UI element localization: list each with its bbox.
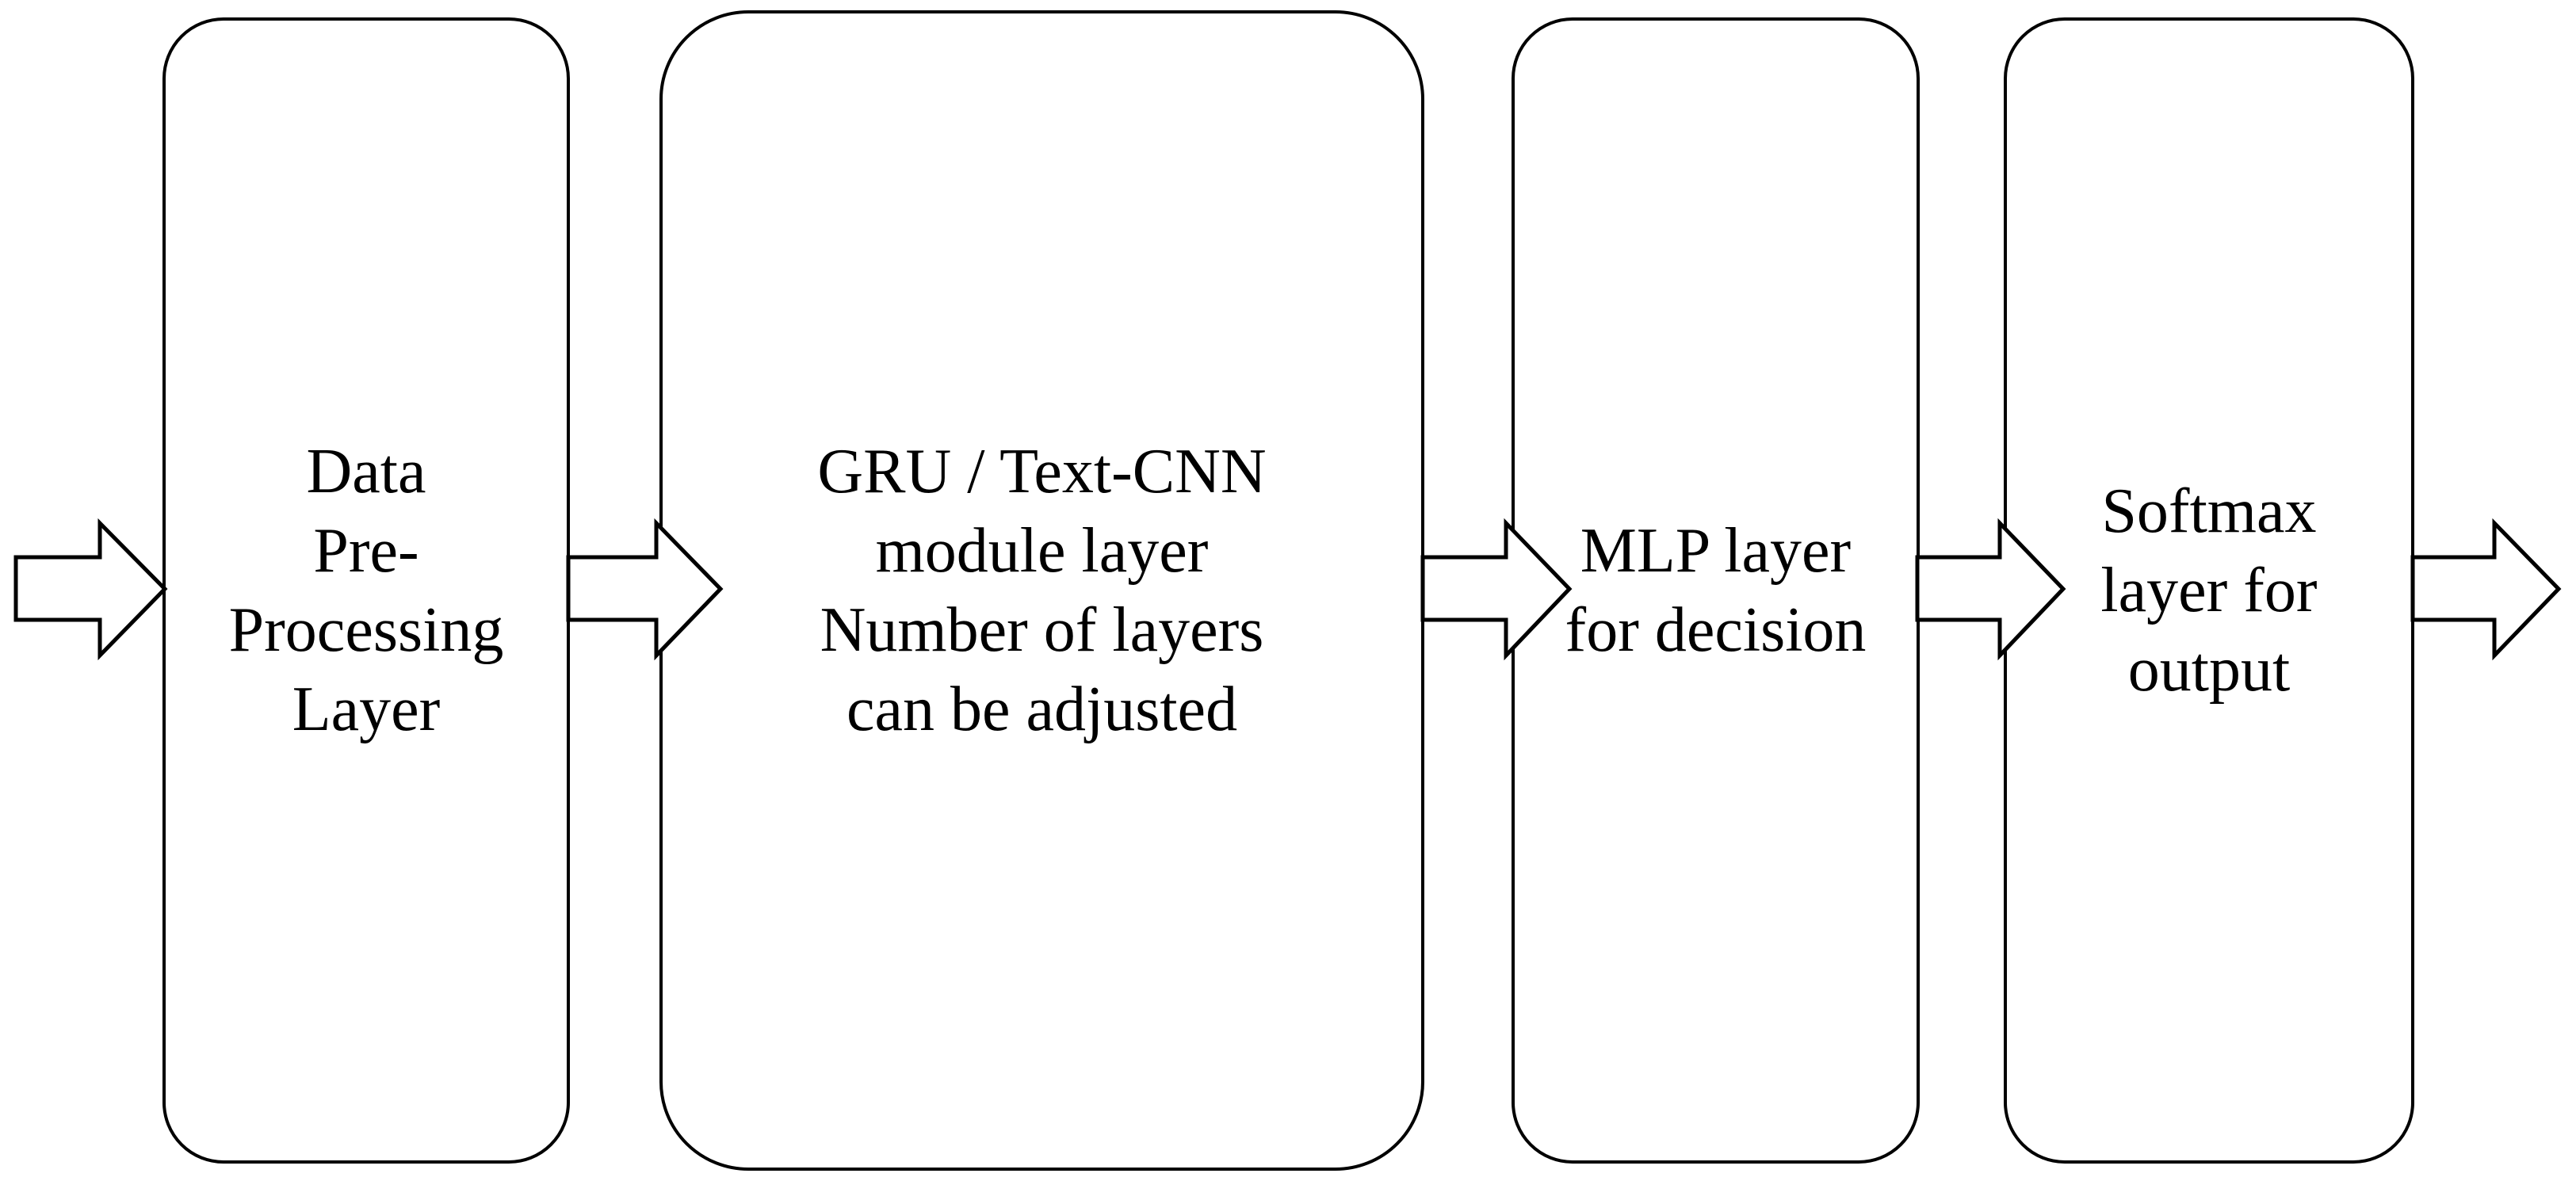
output-arrow-icon	[2410, 518, 2562, 661]
input-arrow-icon	[13, 518, 168, 661]
arrow-gru-to-mlp-icon	[1420, 518, 1573, 661]
arrow-mlp-to-softmax-icon	[1915, 518, 2066, 661]
gru-textcnn-box-shape	[659, 10, 1424, 1171]
arrow-preprocessing-to-gru-icon	[566, 518, 724, 661]
data-preprocessing-box-shape	[162, 17, 570, 1164]
softmax-box-shape	[2004, 17, 2414, 1164]
mlp-box-shape	[1512, 17, 1920, 1164]
